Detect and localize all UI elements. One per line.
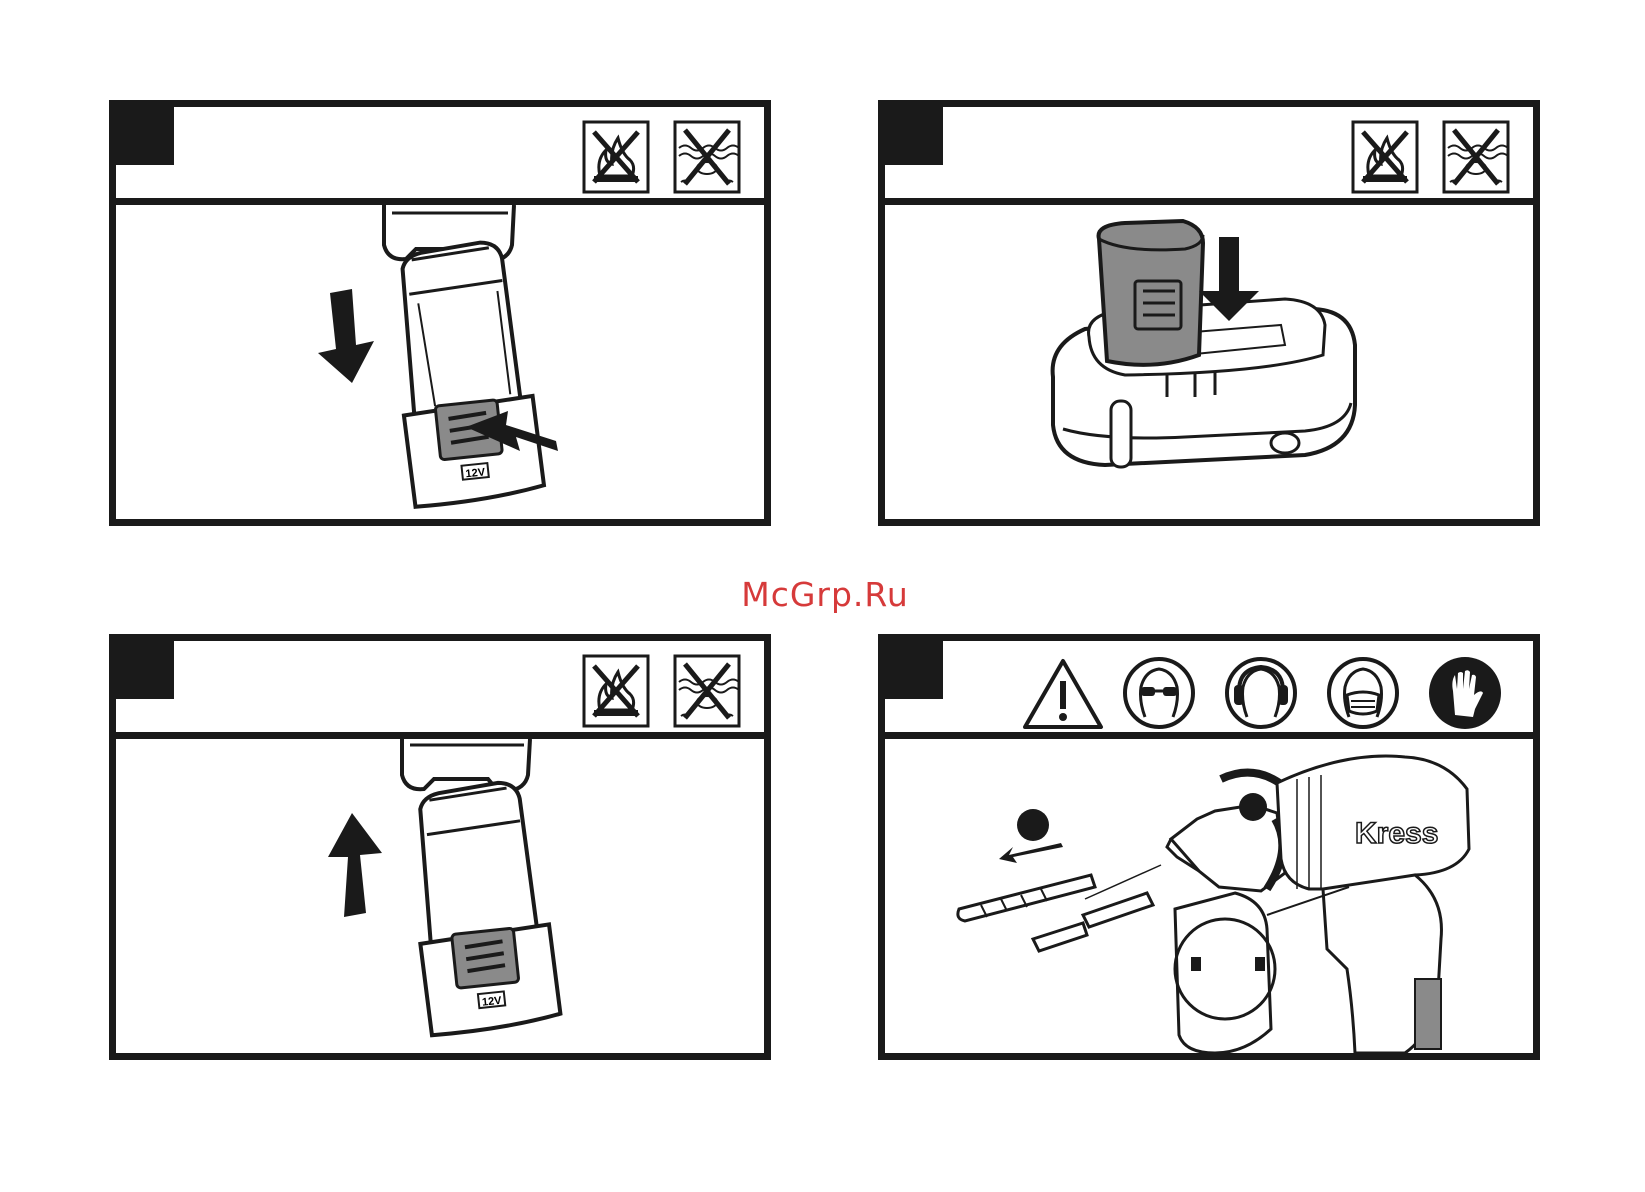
watermark: McGrp.Ru (720, 575, 930, 614)
arrow-up-icon (328, 813, 382, 917)
panel-insert-bit: Kress (878, 634, 1540, 1060)
panel-header (885, 107, 1533, 205)
panel-illustration: 12V (116, 739, 764, 1053)
arrow-down-icon (318, 289, 374, 383)
panel-charge-battery (878, 100, 1540, 526)
warning-triangle-icon (1021, 657, 1105, 731)
step-number-box (885, 641, 943, 699)
eye-protection-icon (1121, 655, 1197, 731)
direction-arrow-icon (999, 843, 1063, 863)
brand-label: Kress (1355, 817, 1438, 850)
panel-insert-battery: 12V (109, 100, 771, 526)
no-fire-icon (582, 120, 650, 194)
panel-header (116, 107, 764, 205)
step-number-box (885, 107, 943, 165)
panel-header (116, 641, 764, 739)
battery-voltage-label: 12V (465, 466, 486, 480)
no-water-icon (673, 654, 741, 728)
battery-voltage-label: 12V (481, 995, 502, 1009)
dust-mask-icon (1325, 655, 1401, 731)
ear-protection-icon (1223, 655, 1299, 731)
no-water-icon (1442, 120, 1510, 194)
panel-remove-battery: 12V (109, 634, 771, 1060)
step-number-box (116, 107, 174, 165)
panel-illustration: 12V (116, 205, 764, 519)
no-fire-icon (582, 654, 650, 728)
no-fire-icon (1351, 120, 1419, 194)
panel-header (885, 641, 1533, 739)
panel-illustration (885, 205, 1533, 519)
panel-illustration: Kress (885, 739, 1533, 1053)
step-number-box (116, 641, 174, 699)
gloves-icon (1427, 655, 1503, 731)
no-water-icon (673, 120, 741, 194)
